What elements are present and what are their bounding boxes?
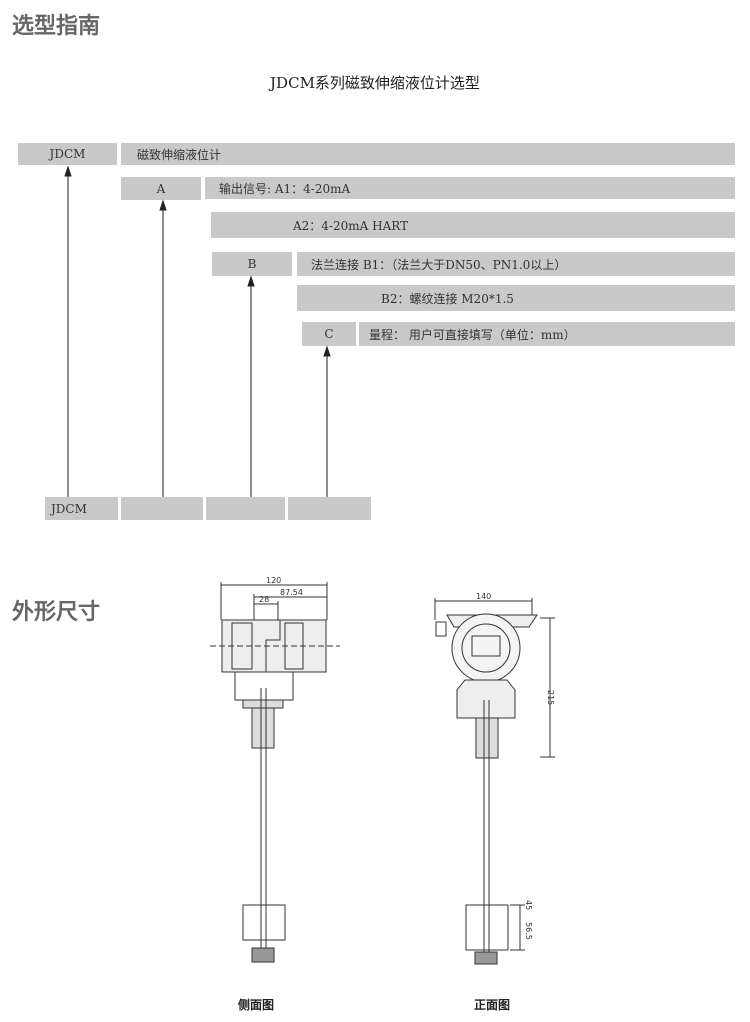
code-jdcm: JDCM [18, 143, 117, 165]
model-cell-2 [121, 497, 203, 520]
code-a: A [121, 177, 201, 200]
desc-c: 量程： 用户可直接填写（单位：mm） [359, 322, 735, 346]
dimension-labels: 120 87.54 28 140 215 45 56.5 [259, 576, 555, 940]
model-cell-1: JDCM [45, 497, 118, 520]
model-cell-4 [288, 497, 371, 520]
desc-a2: A2：4-20mA HART [211, 212, 735, 238]
selection-title: JDCM系列磁致伸缩液位计选型 [270, 74, 480, 92]
caption-front-view: 正面图 [474, 998, 511, 1012]
dim-side-width: 120 [266, 576, 281, 585]
front-view-drawing [434, 598, 555, 965]
side-view-drawing [210, 582, 340, 963]
dim-front-height: 215 [546, 690, 555, 705]
code-b: B [212, 252, 292, 276]
caption-side-view: 侧面图 [238, 998, 275, 1012]
dim-side-28: 28 [259, 595, 269, 604]
section-heading-dimensions: 外形尺寸 [12, 600, 101, 625]
dim-front-45: 45 [524, 900, 533, 910]
dim-front-56: 56.5 [524, 922, 533, 940]
desc-b1: 法兰连接 B1：（法兰大于DN50、PN1.0以上） [297, 252, 735, 276]
desc-product: 磁致伸缩液位计 [121, 143, 735, 165]
code-c: C [300, 322, 356, 346]
dim-side-87: 87.54 [280, 588, 303, 597]
section-heading-selection: 选型指南 [12, 14, 101, 39]
dim-front-width: 140 [476, 592, 491, 601]
desc-b2: B2：螺纹连接 M20*1.5 [297, 285, 735, 311]
selection-arrows [64, 165, 331, 497]
model-cell-3 [206, 497, 285, 520]
desc-a1: 输出信号: A1：4-20mA [205, 177, 735, 199]
